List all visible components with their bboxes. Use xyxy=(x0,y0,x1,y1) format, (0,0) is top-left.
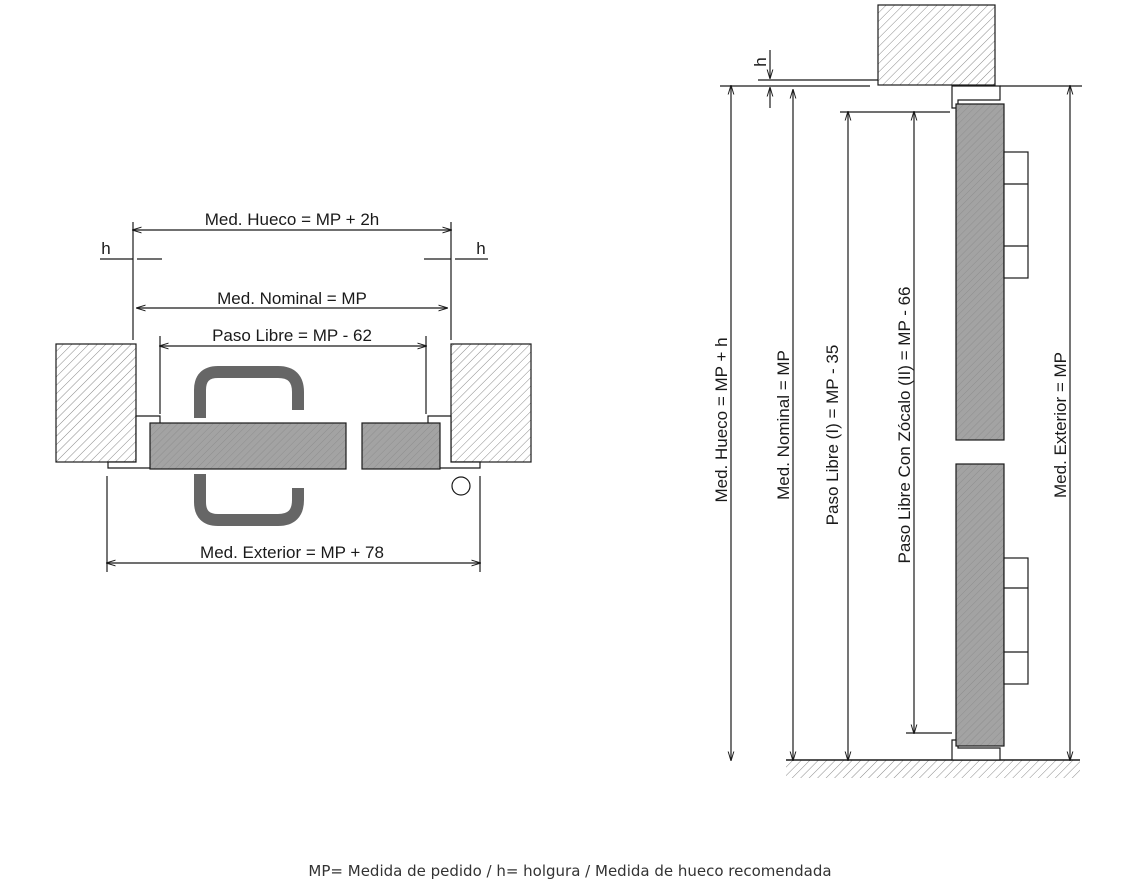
label-v-paso-libre-1: Paso Libre (I) = MP - 35 xyxy=(823,345,842,526)
label-v-h: h xyxy=(751,57,770,66)
lintel-wall xyxy=(877,4,996,86)
label-h-right: h xyxy=(476,239,485,258)
wall-right xyxy=(450,343,532,463)
handle-bottom-icon xyxy=(194,474,304,526)
label-v-paso-libre-2: Paso Libre Con Zócalo (II) = MP - 66 xyxy=(895,286,914,563)
plan-labels: Med. Hueco = MP + 2h h h Med. Nominal = … xyxy=(101,210,485,562)
floor xyxy=(786,760,1080,778)
handle-top-icon xyxy=(194,366,304,418)
plan-view xyxy=(55,222,532,572)
label-v-med-exterior: Med. Exterior = MP xyxy=(1051,352,1070,498)
upper-hinge-icon xyxy=(1003,151,1029,279)
label-v-med-hueco: Med. Hueco = MP + h xyxy=(712,337,731,502)
label-med-exterior: Med. Exterior = MP + 78 xyxy=(200,543,384,562)
lower-hinge-icon xyxy=(1003,557,1029,685)
label-med-hueco: Med. Hueco = MP + 2h xyxy=(205,210,380,229)
section-view xyxy=(720,4,1082,778)
frame-right xyxy=(427,415,481,469)
door-leaf-left xyxy=(149,422,347,470)
label-h-left: h xyxy=(101,239,110,258)
caption: MP= Medida de pedido / h= holgura / Medi… xyxy=(308,862,832,880)
wall-left xyxy=(55,343,137,463)
frame-left xyxy=(107,415,161,469)
label-v-med-nominal: Med. Nominal = MP xyxy=(774,350,793,500)
door-leaf-right xyxy=(361,422,441,470)
label-paso-libre: Paso Libre = MP - 62 xyxy=(212,326,372,345)
door-panel-upper xyxy=(955,103,1005,441)
label-med-nominal: Med. Nominal = MP xyxy=(217,289,367,308)
section-labels: h Med. Hueco = MP + h Med. Nominal = MP … xyxy=(712,57,1070,563)
door-panel-lower xyxy=(955,463,1005,747)
frame-bottom xyxy=(951,739,1001,761)
hinge-icon xyxy=(451,476,471,496)
